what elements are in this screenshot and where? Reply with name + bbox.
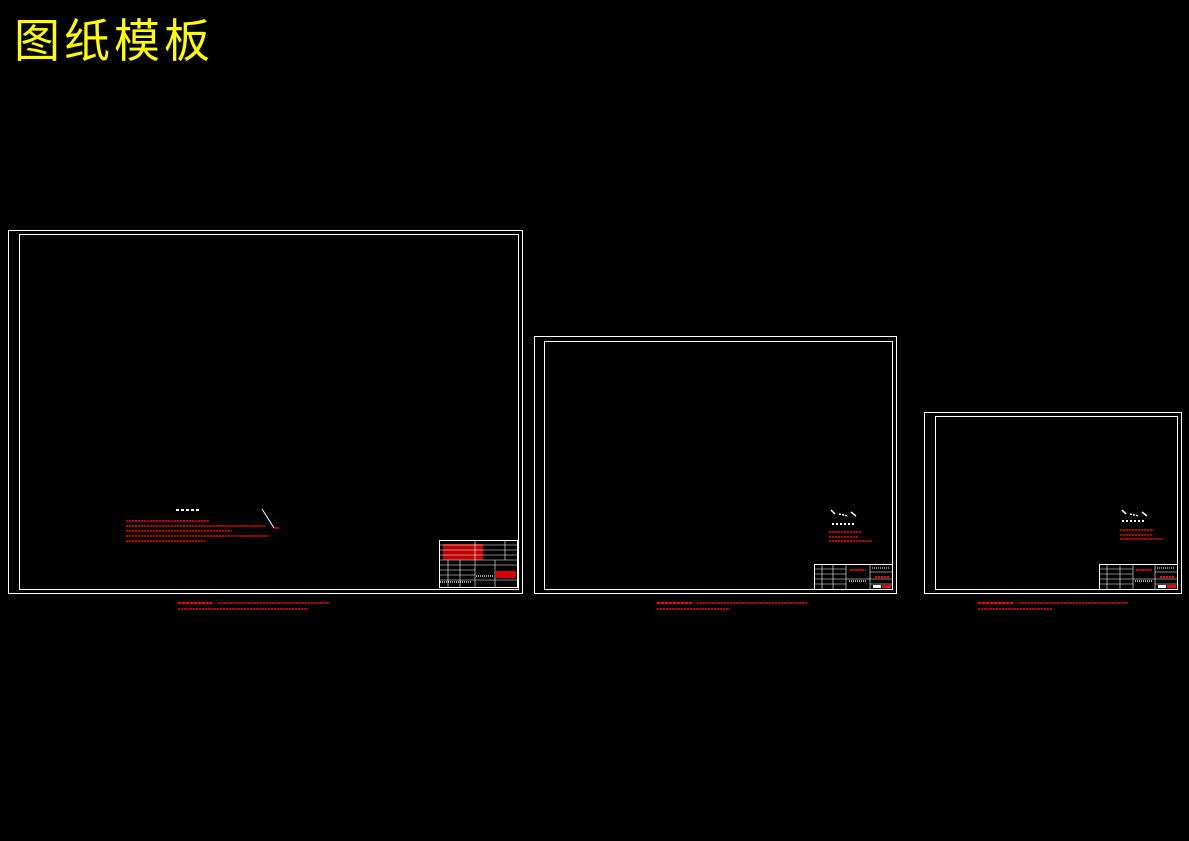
- sheet-a1-outer-border: [534, 336, 897, 594]
- sheet-a0-technical-notes: [126, 509, 268, 542]
- sheet-a2-title-block: [1099, 564, 1178, 590]
- sheet-a2-technical-notes: [1120, 520, 1163, 540]
- sheet-a0-outer-border: [8, 230, 523, 594]
- sheet-a2-outer-border: [924, 412, 1182, 594]
- sheet-a1-arrow-symbol: [830, 509, 857, 517]
- sheet-a0-leader-line: [261, 508, 279, 529]
- sheet-a2-arrow-symbol: [1121, 509, 1148, 517]
- sheet-a1-caption: [657, 601, 807, 610]
- sheet-a2-caption: [978, 601, 1128, 610]
- sheet-a1-technical-notes: [829, 523, 872, 542]
- sheet-a0-title-block: [439, 540, 518, 588]
- sheet-a0-caption: [178, 601, 330, 610]
- sheet-a1-inner-frame: [544, 341, 893, 590]
- sheet-a1[interactable]: [534, 336, 897, 610]
- sheet-a1-title-block: [814, 564, 893, 590]
- sheet-a0[interactable]: [8, 230, 523, 610]
- sheet-a2-inner-frame: [935, 416, 1178, 590]
- sheet-a2[interactable]: [924, 412, 1182, 610]
- sheet-a0-inner-frame: [19, 234, 519, 590]
- page-title: 图纸模板: [14, 14, 214, 68]
